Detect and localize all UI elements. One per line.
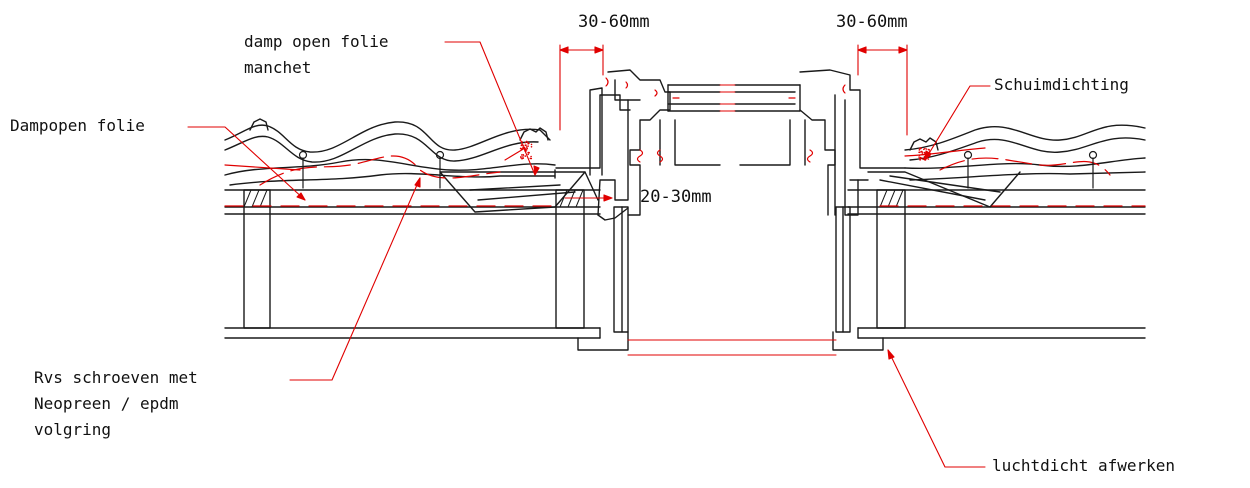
foam-dot xyxy=(925,148,928,150)
foam-dot xyxy=(529,157,532,160)
foam-dot xyxy=(927,158,930,160)
window-gaskets xyxy=(605,77,846,163)
foam-dot xyxy=(528,151,530,154)
screws xyxy=(298,150,1098,189)
foam-dot xyxy=(918,154,921,156)
foam-dot xyxy=(524,155,527,157)
foam-dot xyxy=(923,148,925,151)
label-rvs-schroeven-line2: Neopreen / epdm xyxy=(34,394,179,413)
label-damp-open-folie-line1: damp open folie xyxy=(244,32,389,51)
foam-dot xyxy=(921,153,924,155)
label-rvs-schroeven-line1: Rvs schroeven met xyxy=(34,368,198,387)
right-flashing xyxy=(867,171,1021,208)
foam-dot xyxy=(520,156,522,159)
foam-dot xyxy=(919,148,921,150)
foam-dot xyxy=(521,147,524,149)
dimension-lines xyxy=(559,44,908,356)
foam-dot xyxy=(527,141,529,144)
dimension-label-right-gap: 30-60mm xyxy=(836,12,908,32)
foam-dot xyxy=(530,155,532,158)
foam-seals xyxy=(519,140,931,161)
label-rvs-schroeven-line3: volgring xyxy=(34,420,112,439)
foam-dot xyxy=(521,154,523,156)
foam-dot xyxy=(525,146,528,148)
foam-dot xyxy=(524,141,527,144)
foam-dot xyxy=(919,158,922,160)
window-frame xyxy=(555,69,906,351)
foam-dot xyxy=(524,144,527,146)
foam-dot xyxy=(521,157,523,160)
foam-dot xyxy=(919,151,921,154)
roof-tiles xyxy=(224,118,1146,186)
foam-dot xyxy=(927,148,930,151)
label-schuimdichting: Schuimdichting xyxy=(994,75,1129,94)
roof-structure xyxy=(224,189,1146,339)
dimension-label-frame-gap: 20-30mm xyxy=(640,187,712,207)
foam-dot xyxy=(528,142,530,145)
label-damp-open-folie-line2: manchet xyxy=(244,58,312,77)
foam-dot xyxy=(922,158,924,160)
foam-dot xyxy=(920,150,922,153)
foam-dot xyxy=(530,143,533,146)
foam-dot xyxy=(918,156,920,158)
foam-dot xyxy=(530,146,533,148)
foam-dot xyxy=(525,140,528,143)
foam-dot xyxy=(526,147,528,149)
foam-dot xyxy=(527,153,529,156)
foam-dot xyxy=(522,156,524,158)
foam-dot xyxy=(522,154,524,156)
foam-dot xyxy=(921,157,923,159)
foam-dot xyxy=(522,157,524,159)
leader-lines xyxy=(187,41,991,468)
label-dampopen-folie: Dampopen folie xyxy=(10,116,145,135)
foam-dot xyxy=(519,147,522,150)
dimension-label-left-gap: 30-60mm xyxy=(578,12,650,32)
foam-dot xyxy=(525,149,528,151)
foam-dot xyxy=(527,145,529,147)
label-luchtdicht-afwerken: luchtdicht afwerken xyxy=(992,456,1176,475)
membrane-lines xyxy=(224,147,1146,207)
